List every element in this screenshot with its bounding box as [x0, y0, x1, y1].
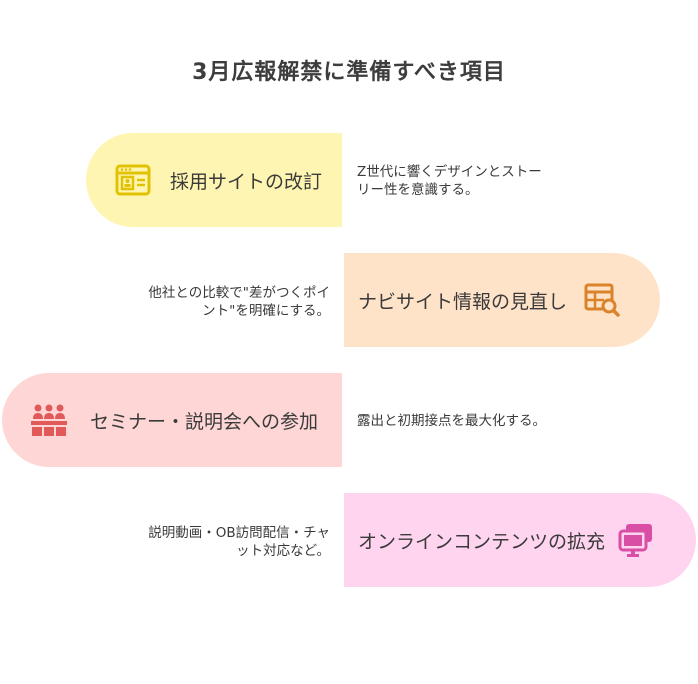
description-line: Z世代に響くデザインとストー: [357, 164, 542, 180]
item-label: 採用サイトの改訂: [170, 170, 323, 193]
item-pill-seminar: セミナー・説明会への参加: [2, 373, 342, 467]
monitor-windows-icon: [617, 521, 655, 559]
item-description: 説明動画・OB訪問配信・チャ ット対応など。: [100, 524, 330, 560]
item-label: セミナー・説明会への参加: [90, 410, 319, 433]
description-line: ット対応など。: [236, 543, 330, 559]
description-line: リー性を意識する。: [357, 182, 479, 198]
item-description: Z世代に響くデザインとストー リー性を意識する。: [357, 163, 577, 199]
audience-group-icon: [30, 401, 68, 439]
description-line: 説明動画・OB訪問配信・チャ: [148, 525, 330, 541]
item-description: 露出と初期接点を最大化する。: [357, 412, 657, 430]
item-pill-online-content: オンラインコンテンツの拡充: [344, 493, 696, 587]
item-label: オンラインコンテンツの拡充: [358, 530, 606, 553]
description-line: 露出と初期接点を最大化する。: [357, 413, 546, 429]
item-label: ナビサイト情報の見直し: [358, 290, 568, 313]
description-line: 他社との比較で"差がつくポイ: [148, 285, 330, 301]
browser-window-profile-icon: [114, 161, 152, 199]
item-pill-navi-site: ナビサイト情報の見直し: [344, 253, 660, 347]
table-search-icon: [583, 281, 621, 319]
item-pill-site-revision: 採用サイトの改訂: [86, 133, 342, 227]
item-description: 他社との比較で"差がつくポイ ント"を明確にする。: [100, 284, 330, 320]
page-title: 3月広報解禁に準備すべき項目: [192, 60, 506, 85]
description-line: ント"を明確にする。: [202, 303, 330, 319]
